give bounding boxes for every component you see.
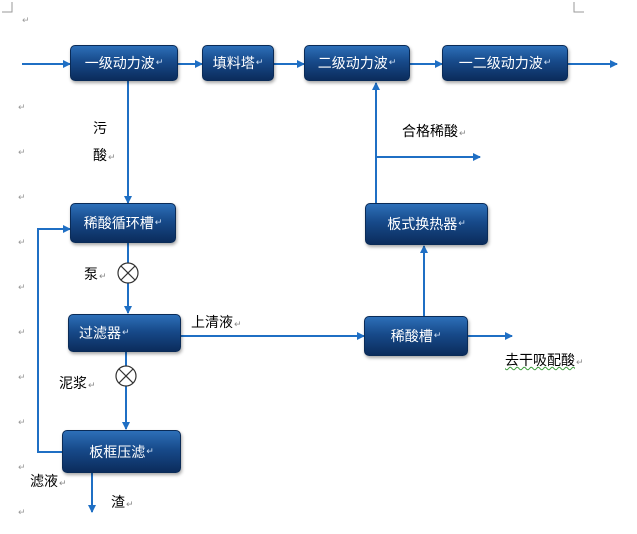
flow-filtrate-return xyxy=(37,225,71,453)
margin-paragraph-mark: ↵ xyxy=(18,193,26,203)
box-label: 二级动力波 xyxy=(317,56,388,72)
box-stage1-scrubber: 一级动力波↵ xyxy=(70,45,178,81)
label-filtrate: 滤液↵ xyxy=(30,474,67,490)
margin-paragraph-mark: ↵ xyxy=(18,283,26,293)
box-stage2-scrubber: 二级动力波↵ xyxy=(304,45,410,81)
paragraph-mark: ↵ xyxy=(388,58,397,68)
paragraph-mark: ↵ xyxy=(433,331,442,341)
box-dilute-cycle-tank: 稀酸循环槽↵ xyxy=(70,203,176,243)
pump-icon-2 xyxy=(115,365,137,387)
paragraph-mark: ↵ xyxy=(122,328,130,338)
label-dirty-2: 酸↵ xyxy=(93,148,116,164)
paragraph-mark: ↵ xyxy=(543,58,552,68)
box-filter: 过滤器↵ xyxy=(68,314,181,352)
paragraph-mark: ↵ xyxy=(155,58,164,68)
box-label: 一二级动力波 xyxy=(458,56,543,72)
label-residue: 渣↵ xyxy=(111,495,134,511)
box-plate-filter: 板框压滤↵ xyxy=(62,430,181,473)
box-label: 稀酸槽 xyxy=(390,329,433,345)
margin-paragraph-mark: ↵ xyxy=(18,238,26,248)
box-stage12-scrubber: 一二级动力波↵ xyxy=(442,45,568,81)
margin-paragraph-mark: ↵ xyxy=(18,418,26,428)
label-dirty-1: 污 xyxy=(93,121,107,137)
box-packed-tower: 填料塔↵ xyxy=(202,45,274,81)
margin-paragraph-mark: ↵ xyxy=(18,328,26,338)
box-label: 板式换热器 xyxy=(387,217,458,233)
paragraph-mark: ↵ xyxy=(154,218,163,228)
paragraph-mark: ↵ xyxy=(458,219,466,229)
margin-paragraph-mark: ↵ xyxy=(22,16,30,26)
box-dilute-tank: 稀酸槽↵ xyxy=(364,316,468,356)
pump-icon-1 xyxy=(117,262,139,284)
margin-paragraph-mark: ↵ xyxy=(18,103,26,113)
paragraph-mark: ↵ xyxy=(146,446,154,457)
box-label: 填料塔 xyxy=(212,56,255,72)
label-sludge: 泥浆↵ xyxy=(59,376,96,392)
margin-paragraph-mark: ↵ xyxy=(18,373,26,383)
paragraph-mark: ↵ xyxy=(255,58,264,68)
box-plate-heat-exchanger: 板式换热器↵ xyxy=(365,203,488,245)
margin-paragraph-mark: ↵ xyxy=(18,463,26,473)
label-qualified-acid: 合格稀酸↵ xyxy=(402,124,467,140)
box-label: 稀酸循环槽 xyxy=(83,216,154,232)
label-to-drying: 去干吸配酸↵ xyxy=(505,353,584,369)
box-label: 过滤器 xyxy=(79,326,121,342)
box-label: 一级动力波 xyxy=(84,56,155,72)
box-label: 板框压滤 xyxy=(89,444,146,461)
margin-paragraph-mark: ↵ xyxy=(18,508,26,518)
label-supernatant: 上清液↵ xyxy=(191,315,242,331)
label-pump: 泵↵ xyxy=(84,267,107,283)
margin-paragraph-mark: ↵ xyxy=(18,148,26,158)
